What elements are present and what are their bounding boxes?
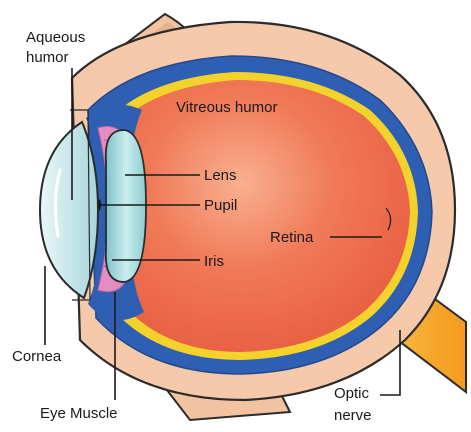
label-aqueous-humor-2: humor xyxy=(26,49,69,66)
label-lens: Lens xyxy=(204,167,237,184)
label-optic-nerve-1: Optic xyxy=(334,385,370,402)
label-vitreous-humor: Vitreous humor xyxy=(176,99,277,116)
label-eye-muscle: Eye Muscle xyxy=(40,405,118,422)
label-pupil: Pupil xyxy=(204,197,237,214)
label-cornea: Cornea xyxy=(12,348,62,365)
label-aqueous-humor-1: Aqueous xyxy=(26,29,85,46)
label-retina: Retina xyxy=(270,229,314,246)
label-optic-nerve-2: nerve xyxy=(334,407,372,424)
label-iris: Iris xyxy=(204,253,224,270)
